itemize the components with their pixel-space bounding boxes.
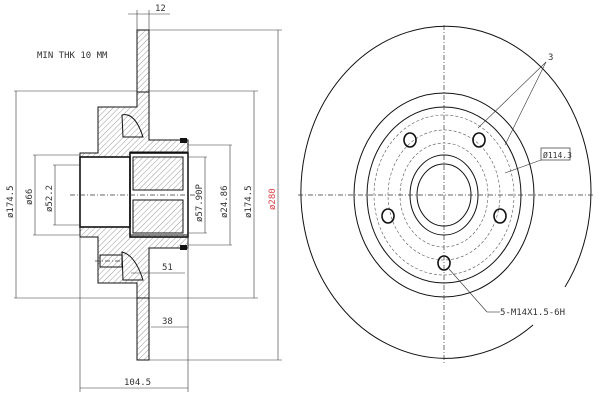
disc-outer-edge <box>300 25 592 359</box>
dim-51: 51 <box>162 263 173 273</box>
dim-seal: ø24.86 <box>220 185 230 218</box>
hub-body-top <box>79 91 189 158</box>
dim-hub-outer: ø66 <box>25 189 35 205</box>
thread-spec: 5-M14X1.5-6H <box>500 308 565 318</box>
callout-3: 3 <box>548 53 553 63</box>
bolt-hole <box>381 208 395 224</box>
bearing-top <box>132 156 184 191</box>
disc-flange-top <box>136 29 150 93</box>
bearing-bottom <box>132 199 184 234</box>
front-view: 3 Ø114.3 5-M14X1.5-6H <box>298 25 595 365</box>
dim-outer-right: ø174.5 <box>244 185 254 218</box>
bolt-hole <box>472 132 486 148</box>
seal-top <box>180 138 187 143</box>
dim-bearing: ø57.90P <box>195 183 205 222</box>
dim-outer-left: ø174.5 <box>6 185 16 218</box>
bolt-hole <box>403 132 417 148</box>
pcd-label: Ø114.3 <box>543 150 572 160</box>
dim-hub-bore: ø52.2 <box>45 185 55 212</box>
dim-disc-diameter: ø280 <box>268 188 278 210</box>
hub-recess-bottom <box>121 251 144 281</box>
min-thickness-note: MIN THK 10 MM <box>37 51 108 61</box>
dim-38: 38 <box>162 317 173 327</box>
hub-bore <box>79 156 131 228</box>
dim-thickness: 12 <box>155 4 166 14</box>
dim-total-width: 104.5 <box>124 378 151 388</box>
pcd-box <box>540 147 571 161</box>
disc-flange-bottom <box>136 297 150 361</box>
hub-recess-top <box>121 114 144 138</box>
bolt-hole <box>493 208 507 224</box>
side-section-view: MIN THK 10 MM 12 ø174.5 ø66 ø52.2 ø57.90… <box>6 4 282 392</box>
seal-bottom <box>180 245 187 250</box>
